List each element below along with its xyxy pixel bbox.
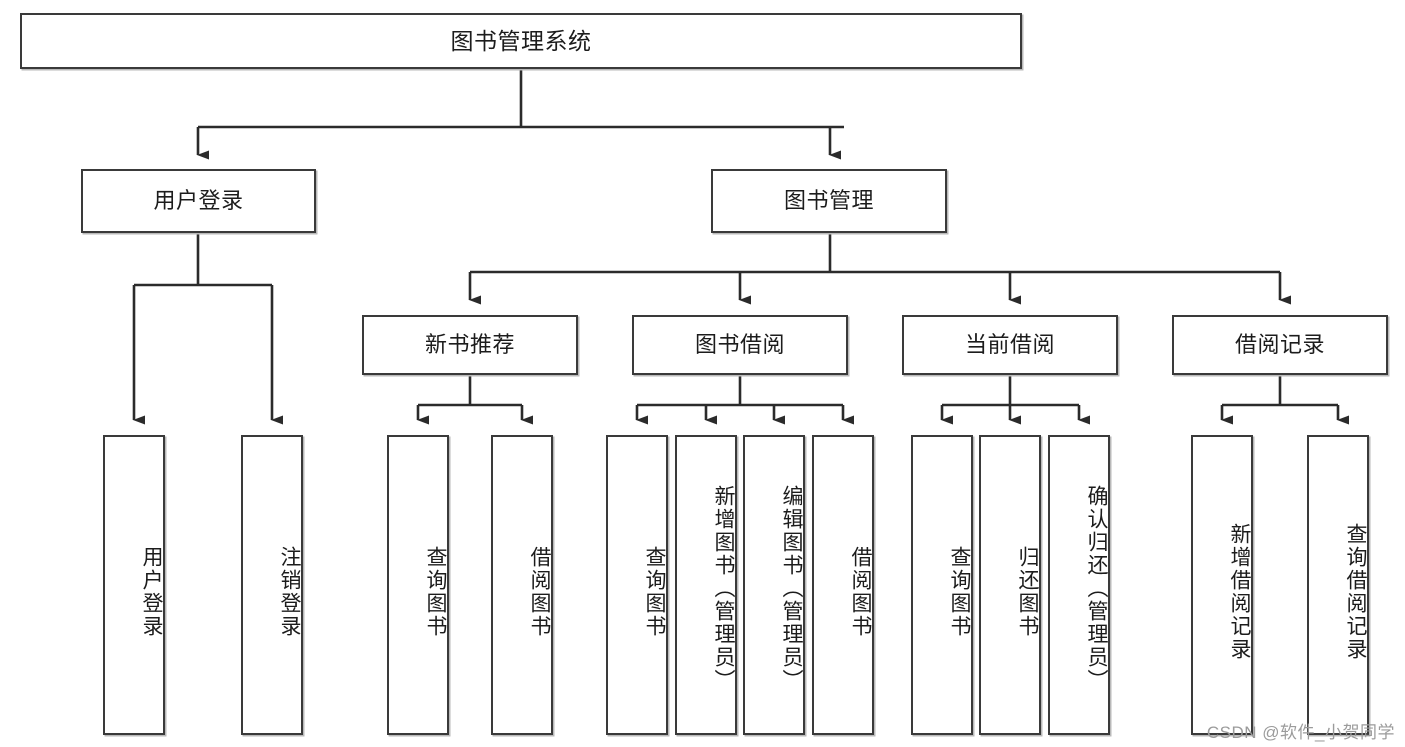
- leaf-book-borrow-query[interactable]: 查询图书: [606, 435, 668, 735]
- node-label: 用户登录: [153, 188, 244, 214]
- node-label: 归还图书: [1016, 546, 1039, 638]
- leaf-borrow-record-add[interactable]: 新增借阅记录: [1191, 435, 1253, 735]
- node-root-system[interactable]: 图书管理系统: [20, 13, 1022, 69]
- node-book-management[interactable]: 图书管理: [711, 169, 947, 233]
- node-borrow-record[interactable]: 借阅记录: [1172, 315, 1388, 375]
- node-label: 新增借阅记录: [1228, 523, 1251, 661]
- leaf-new-book-borrow[interactable]: 借阅图书: [491, 435, 553, 735]
- leaf-current-borrow-query[interactable]: 查询图书: [911, 435, 973, 735]
- node-current-borrow[interactable]: 当前借阅: [902, 315, 1118, 375]
- leaf-user-login-login[interactable]: 用户登录: [103, 435, 165, 735]
- node-label: 编辑图书（管理员）: [780, 484, 803, 692]
- leaf-book-borrow-edit[interactable]: 编辑图书（管理员）: [743, 435, 805, 735]
- node-label: 查询借阅记录: [1344, 523, 1367, 661]
- leaf-borrow-record-query[interactable]: 查询借阅记录: [1307, 435, 1369, 735]
- leaf-current-borrow-confirm-return[interactable]: 确认归还（管理员）: [1048, 435, 1110, 735]
- node-label: 新书推荐: [424, 332, 515, 358]
- leaf-user-login-logout[interactable]: 注销登录: [241, 435, 303, 735]
- node-label: 图书管理: [783, 188, 874, 214]
- node-label: 借阅图书: [528, 546, 551, 638]
- node-label: 图书管理系统: [450, 27, 592, 54]
- node-label: 借阅记录: [1234, 332, 1325, 358]
- node-label: 图书借阅: [694, 332, 785, 358]
- node-label: 确认归还（管理员）: [1085, 484, 1108, 692]
- node-label: 新增图书（管理员）: [712, 484, 735, 692]
- node-book-borrow[interactable]: 图书借阅: [632, 315, 848, 375]
- leaf-book-borrow-add[interactable]: 新增图书（管理员）: [675, 435, 737, 735]
- node-user-login[interactable]: 用户登录: [81, 169, 316, 233]
- node-label: 查询图书: [424, 546, 447, 638]
- leaf-book-borrow-borrow[interactable]: 借阅图书: [812, 435, 874, 735]
- node-label: 查询图书: [643, 546, 666, 638]
- node-label: 借阅图书: [849, 546, 872, 638]
- leaf-current-borrow-return[interactable]: 归还图书: [979, 435, 1041, 735]
- leaf-new-book-query[interactable]: 查询图书: [387, 435, 449, 735]
- watermark: CSDN @软件_小贺同学: [1206, 723, 1395, 742]
- node-label: 用户登录: [140, 546, 163, 638]
- node-new-book-recommend[interactable]: 新书推荐: [362, 315, 578, 375]
- node-label: 查询图书: [948, 546, 971, 638]
- node-label: 注销登录: [278, 546, 301, 638]
- node-label: 当前借阅: [964, 332, 1055, 358]
